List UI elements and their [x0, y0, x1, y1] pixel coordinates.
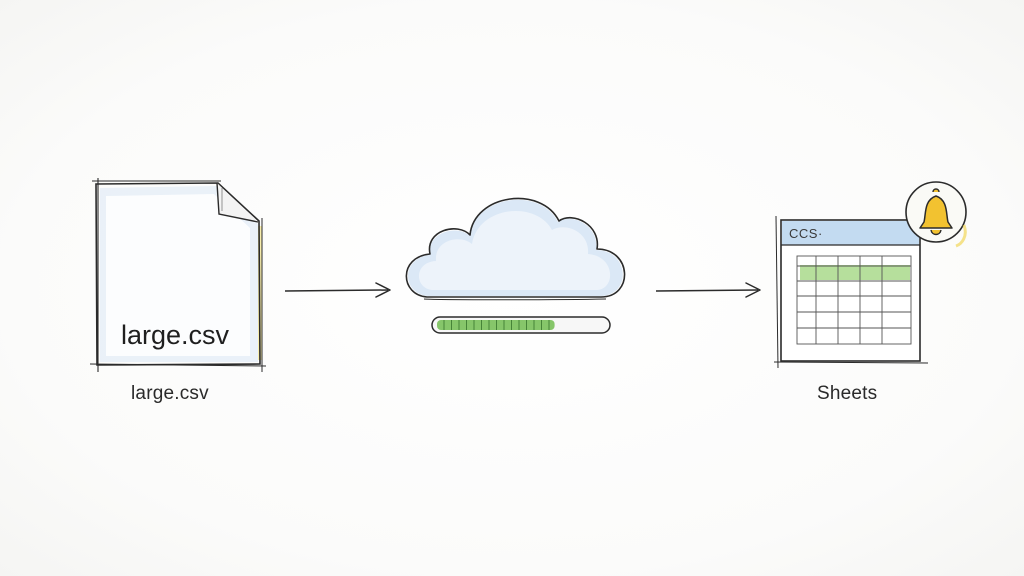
sheets-tab-title: CCS· — [789, 226, 823, 241]
upload-progress-bar — [431, 316, 611, 334]
progress-ticks — [443, 320, 550, 330]
cloud-icon — [405, 197, 626, 301]
arrow-cloud-to-sheets — [655, 282, 761, 298]
file-inner-label: large.csv — [121, 320, 230, 350]
sheets-caption: Sheets — [817, 383, 878, 404]
arrow-file-to-cloud — [284, 282, 391, 298]
file-caption: large.csv — [131, 383, 209, 404]
sheets-window-icon — [773, 215, 929, 369]
progress-fill — [437, 320, 555, 330]
csv-file-icon — [89, 178, 267, 372]
bell-icon — [905, 181, 967, 248]
